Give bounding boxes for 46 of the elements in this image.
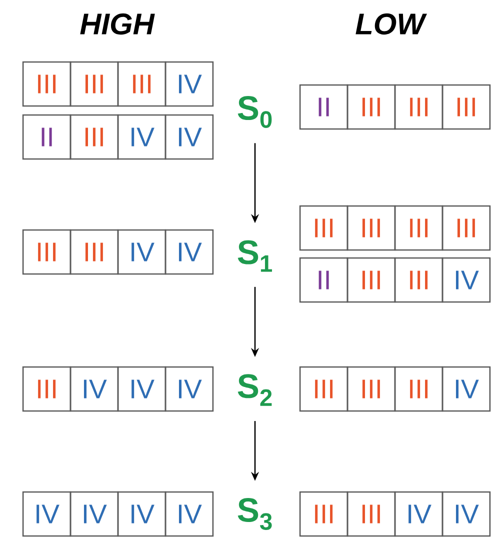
numeral-cell: III <box>442 205 491 251</box>
numeral-cell: IV <box>70 491 119 537</box>
numeral-cell: III <box>346 205 396 251</box>
numeral-cell: II <box>22 114 72 160</box>
numeral-cell: IV <box>164 491 214 537</box>
numeral-cell: III <box>70 229 119 275</box>
numeral-cell: II <box>299 84 348 130</box>
numeral-cell: III <box>442 84 491 130</box>
numeral-cell: IV <box>164 61 214 107</box>
numeral-cell: III <box>22 61 72 107</box>
numeral-cell: IV <box>164 229 214 275</box>
numeral-cell: IV <box>394 491 444 537</box>
numeral-cell: III <box>394 205 444 251</box>
numeral-cell: IV <box>117 491 166 537</box>
numeral-cell: III <box>70 114 119 160</box>
numeral-cell: III <box>346 491 396 537</box>
column-heading: LOW <box>356 13 427 35</box>
state-label: S$_{2}$ <box>238 374 272 406</box>
state-label: S$_{1}$ <box>238 240 272 272</box>
numeral-cell: III <box>299 366 348 412</box>
numeral-cell: II <box>299 257 348 303</box>
numeral-cell: IV <box>442 366 491 412</box>
numeral-cell: IV <box>117 114 166 160</box>
numeral-cell: IV <box>164 366 214 412</box>
numeral-cell: III <box>22 229 72 275</box>
numeral-cell: III <box>117 61 166 107</box>
numeral-cell: III <box>346 84 396 130</box>
numeral-cell: IV <box>442 491 491 537</box>
numeral-cell: III <box>394 257 444 303</box>
state-label: S$_{0}$ <box>238 96 272 128</box>
numeral-cell: III <box>299 205 348 251</box>
numeral-cell: IV <box>442 257 491 303</box>
state-label: S$_{3}$ <box>238 498 272 530</box>
numeral-cell: IV <box>117 229 166 275</box>
numeral-cell: III <box>346 257 396 303</box>
numeral-cell: III <box>22 366 72 412</box>
numeral-cell: IV <box>22 491 72 537</box>
numeral-cell: III <box>299 491 348 537</box>
numeral-cell: IV <box>70 366 119 412</box>
column-heading: HIGH <box>80 13 155 35</box>
numeral-cell: III <box>394 366 444 412</box>
numeral-cell: III <box>346 366 396 412</box>
numeral-cell: III <box>70 61 119 107</box>
numeral-cell: IV <box>164 114 214 160</box>
numeral-cell: III <box>394 84 444 130</box>
numeral-cell: IV <box>117 366 166 412</box>
